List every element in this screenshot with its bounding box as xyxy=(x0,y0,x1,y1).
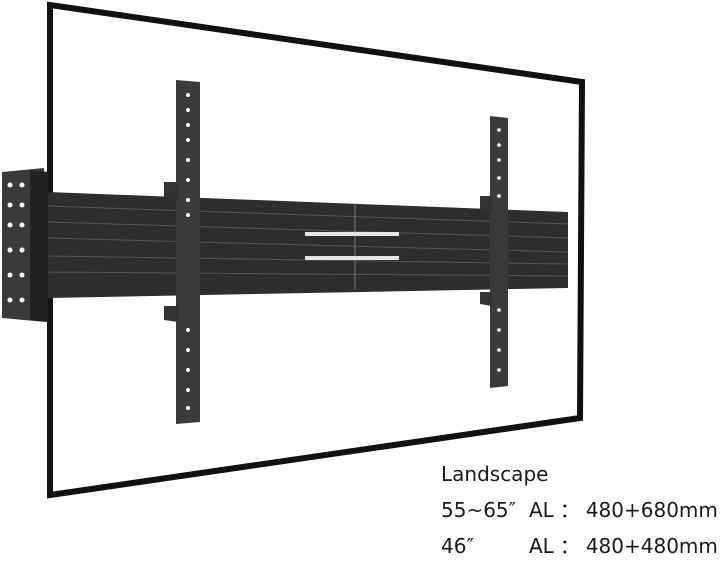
screen-size: 55~65″ xyxy=(441,498,517,522)
center-strip xyxy=(305,232,399,236)
spec-label: AL xyxy=(529,534,554,558)
center-strip xyxy=(305,256,399,260)
right-bracket xyxy=(490,116,508,388)
spec-row: 46″ AL ： 480+480mm xyxy=(441,528,718,564)
screen-size: 46″ xyxy=(441,534,474,558)
spec-value: 480+680mm xyxy=(585,498,718,522)
spec-value: 480+480mm xyxy=(585,534,718,558)
left-bracket xyxy=(176,80,200,424)
spec-block: Landscape 55~65″ AL ： 480+680mm 46″ AL ：… xyxy=(441,456,718,564)
spec-row: 55~65″ AL ： 480+680mm xyxy=(441,492,718,528)
orientation-heading: Landscape xyxy=(441,462,549,486)
spec-separator: ： xyxy=(559,534,580,558)
spec-separator: ： xyxy=(559,498,580,522)
tv-frame xyxy=(47,1,586,499)
spec-label: AL xyxy=(529,498,554,522)
wall-plate-holes xyxy=(7,182,25,303)
